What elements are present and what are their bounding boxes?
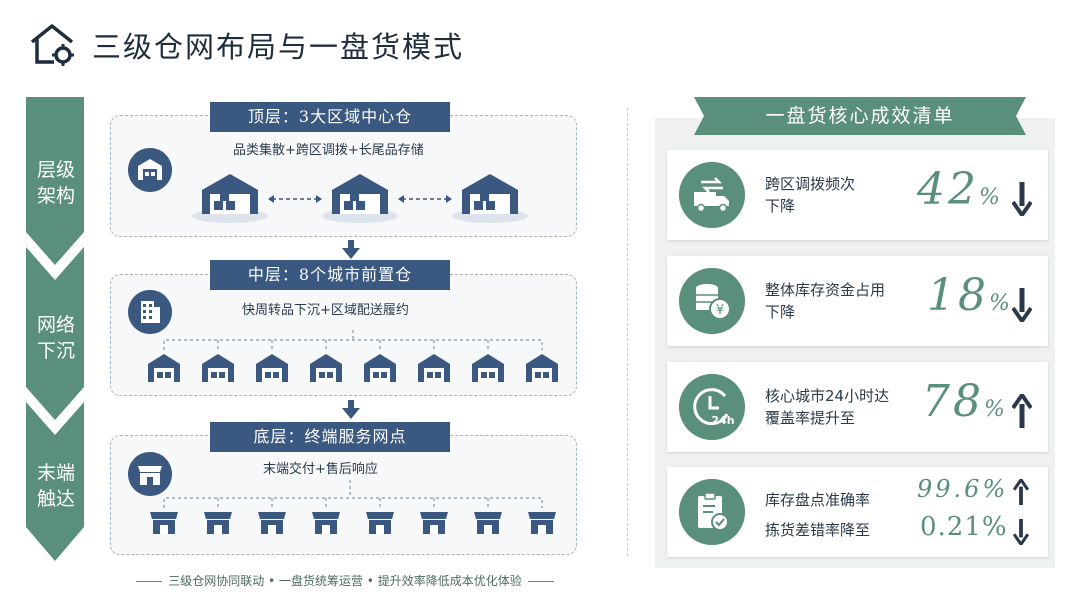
card-desc-line1: 库存盘点准确率	[765, 491, 871, 509]
arrow-down-icon	[1012, 182, 1032, 216]
arrow-label-line2: 架构	[36, 185, 75, 207]
arrow-label-sinking: 网络 下沉	[26, 312, 86, 364]
clock-24h-icon: 24h	[679, 374, 745, 440]
arrow-label-terminal: 末端 触达	[26, 460, 86, 512]
tier-sub-middle: 快周转品下沉+区域配送履约	[242, 303, 409, 318]
card-value-unit: %	[989, 291, 1013, 316]
city-warehouses	[148, 330, 558, 382]
tier-box-bottom	[110, 435, 577, 555]
tier-label-top: 顶层：3大区域中心仓	[210, 102, 450, 132]
arrow-down-icon	[1012, 288, 1032, 322]
down-arrow-icon	[342, 240, 360, 259]
card-value: 78%	[922, 376, 1008, 427]
tier-sub-top: 品类集散+跨区调拨+长尾品存储	[233, 143, 424, 158]
arrow-label-line1: 末端	[36, 462, 75, 484]
arrow-up-icon	[1012, 394, 1032, 428]
down-arrow-icon	[342, 400, 360, 419]
card-desc-line1: 跨区调拨频次	[765, 175, 856, 193]
home-gear-icon	[30, 24, 74, 66]
arrow-label-line1: 网络	[36, 314, 75, 336]
section-divider	[627, 108, 628, 556]
card-desc-line2: 拣货差错率降至	[765, 521, 871, 539]
page-title: 三级仓网布局与一盘货模式	[92, 30, 465, 64]
card-value-number: 42	[917, 164, 979, 215]
results-title: 一盘货核心成效清单	[765, 105, 955, 127]
svg-text:24h: 24h	[711, 414, 734, 427]
card-value-accuracy: 99.6%	[917, 475, 1009, 503]
clipboard-check-icon	[679, 479, 745, 545]
card-desc-line1: 核心城市24小时达	[765, 387, 890, 405]
result-card-24h-coverage: 24h 核心城市24小时达覆盖率提升至 78%	[667, 362, 1048, 452]
card-value-unit: %	[979, 185, 1003, 210]
tier-sub-bottom: 末端交付+售后响应	[263, 462, 378, 477]
warehouse-icon	[452, 174, 528, 223]
tier-label-bottom: 底层：终端服务网点	[210, 422, 450, 452]
regional-warehouses	[192, 174, 528, 223]
card-value-number: 18	[927, 270, 989, 321]
footer-tagline: 三级仓网协同联动 • 一盘货统筹运营 • 提升效率降低成本优化体验	[110, 572, 580, 589]
results-title-ribbon	[694, 97, 1026, 135]
warehouse-icon	[128, 148, 172, 192]
arrow-down-icon	[1013, 519, 1029, 545]
card-value: 18%	[927, 270, 1013, 321]
arrow-up-icon	[1013, 479, 1029, 505]
svg-text:¥: ¥	[716, 303, 724, 318]
arrow-label-architecture: 层级 架构	[26, 157, 86, 209]
result-card-accuracy: 库存盘点准确率拣货差错率降至 99.6% 0.21%	[667, 467, 1048, 557]
card-value-unit: %	[984, 397, 1008, 422]
store-icon	[128, 452, 172, 496]
card-desc-line1: 整体库存资金占用	[765, 281, 886, 299]
arrow-label-line1: 层级	[36, 159, 75, 181]
building-icon	[128, 290, 172, 334]
card-desc-line2: 覆盖率提升至	[765, 409, 856, 427]
results-title-wrap: 一盘货核心成效清单	[694, 97, 1026, 135]
arrow-label-line2: 下沉	[36, 340, 75, 362]
result-card-transfer: 跨区调拨频次下降 42%	[667, 150, 1048, 240]
card-desc-line2: 下降	[765, 303, 796, 321]
tier-label-middle: 中层：8个城市前置仓	[210, 260, 450, 290]
coins-yen-icon: ¥	[679, 268, 745, 334]
card-value-error-rate: 0.21%	[920, 512, 1008, 542]
warehouse-icon	[192, 174, 268, 223]
warehouse-icon	[322, 174, 398, 223]
left-chevron-track	[26, 97, 84, 561]
card-value-number: 78	[922, 376, 984, 427]
service-points	[150, 480, 556, 534]
arrow-label-line2: 触达	[36, 488, 75, 510]
card-desc-line2: 下降	[765, 197, 796, 215]
result-card-inventory-capital: ¥ 整体库存资金占用下降 18%	[667, 256, 1048, 346]
truck-swap-icon	[679, 162, 745, 228]
card-value: 42%	[917, 164, 1003, 215]
